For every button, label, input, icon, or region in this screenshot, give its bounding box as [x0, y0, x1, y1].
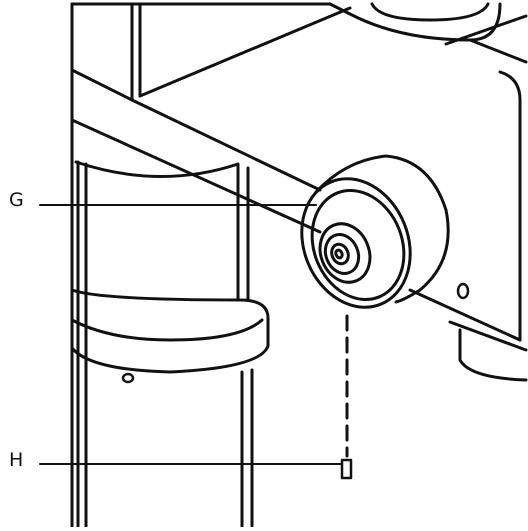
frame-left-edge	[70, 2, 332, 528]
lower-right-housing	[458, 328, 528, 382]
knob	[300, 154, 450, 309]
main-plate	[70, 118, 528, 352]
left-cylinder	[70, 160, 270, 528]
pin	[340, 458, 353, 480]
top-housing	[328, 2, 528, 342]
callout-label-h: H	[9, 449, 24, 471]
callout-label-g: G	[9, 189, 24, 211]
upper-bracket	[70, 2, 352, 192]
